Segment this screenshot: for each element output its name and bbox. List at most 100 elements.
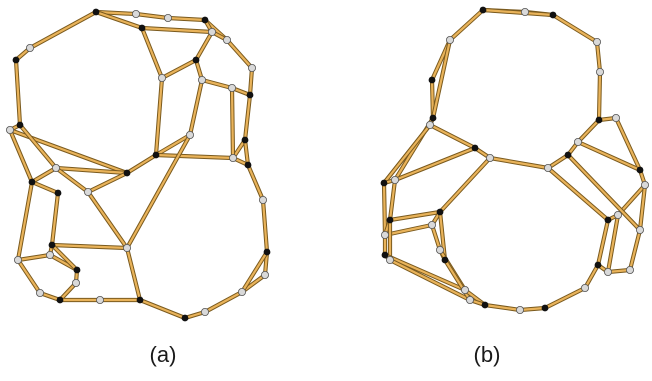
atom-dark: [136, 296, 144, 304]
atom-light: [36, 288, 45, 297]
atom-dark: [436, 208, 444, 216]
atom-light: [197, 76, 206, 85]
bond-rod: [140, 26, 214, 34]
atom-light: [157, 74, 166, 83]
atom-light: [13, 255, 22, 264]
atom-light: [247, 64, 256, 73]
atom-dark: [48, 241, 56, 249]
atom-light: [200, 307, 209, 316]
atom-light: [237, 287, 246, 296]
atom-light: [228, 153, 237, 162]
atom-dark: [92, 8, 100, 16]
bond-rod: [86, 190, 129, 250]
bond-rod: [240, 250, 269, 294]
bond-rod: [86, 171, 129, 194]
bond-rod: [576, 118, 601, 144]
atom-light: [445, 36, 454, 45]
bond-rod: [248, 66, 254, 97]
atom-light: [465, 295, 474, 304]
bond-rod: [154, 133, 192, 157]
bond-rod: [225, 38, 254, 70]
bond-rod: [30, 166, 58, 184]
bond-rod: [30, 180, 60, 195]
atom-light: [123, 243, 132, 252]
atom-dark: [386, 216, 394, 224]
bond-rod: [246, 163, 265, 202]
bond-rod: [388, 210, 442, 222]
atom-dark: [381, 251, 389, 259]
bond-rod: [50, 191, 60, 247]
atom-dark: [541, 304, 549, 312]
atom-light: [131, 9, 140, 18]
atom-light: [596, 68, 605, 77]
atom-dark: [73, 266, 81, 274]
bond-rod: [448, 8, 485, 42]
atom-dark: [594, 261, 602, 269]
bond-rod: [430, 223, 442, 252]
bond-rod: [383, 223, 434, 237]
bond-rod: [54, 166, 90, 194]
atom-light: [380, 230, 389, 239]
bond-rod: [481, 8, 555, 17]
atom-dark: [471, 144, 479, 152]
bond-rod: [243, 93, 252, 142]
atom-dark: [123, 169, 131, 177]
cage-structure-b: [380, 6, 650, 314]
atom-light: [435, 245, 444, 254]
atom-light: [636, 225, 645, 234]
atom-light: [25, 44, 34, 53]
bond-rod: [428, 123, 477, 150]
atom-dark: [201, 16, 209, 24]
atom-dark: [429, 114, 437, 122]
bond-rod: [50, 243, 129, 250]
bond-rod: [382, 181, 387, 237]
atom-dark: [54, 189, 62, 197]
atom-dark: [481, 301, 489, 309]
atom-light: [227, 84, 236, 93]
atom-dark: [138, 24, 146, 32]
atom-dark: [246, 91, 254, 99]
atom-light: [460, 285, 469, 294]
bond-rod: [166, 16, 207, 22]
bond-rod: [194, 30, 214, 62]
atom-dark: [263, 248, 271, 256]
atom-light: [581, 283, 590, 292]
bond-rod: [125, 153, 158, 175]
atom-dark: [241, 136, 249, 144]
atom-light: [593, 38, 602, 47]
atom-light: [207, 27, 216, 36]
atom-light: [390, 175, 399, 184]
bond-rod: [518, 306, 547, 312]
atom-dark: [56, 296, 64, 304]
bond-rod: [230, 86, 235, 160]
atom-light: [72, 278, 81, 287]
atom-light: [52, 163, 61, 172]
bond-rod: [18, 123, 58, 170]
bond-rod: [388, 258, 472, 302]
bond-rod: [551, 13, 599, 44]
bond-rod: [638, 183, 647, 232]
atom-dark: [549, 11, 557, 19]
bond-rod: [140, 26, 164, 80]
bond-rod: [138, 298, 187, 320]
bond-rod: [160, 58, 198, 80]
bond-rod: [614, 116, 642, 172]
bond-rod: [383, 253, 467, 292]
bond-rod: [28, 10, 98, 50]
bond-rod: [388, 178, 397, 222]
bond-rod: [16, 258, 42, 295]
atom-light: [260, 270, 269, 279]
cage-structure-a: [6, 8, 271, 322]
atom-light: [516, 305, 525, 314]
bond-rod: [125, 133, 192, 250]
bond-rod: [382, 123, 432, 185]
atom-dark: [192, 56, 200, 64]
bond-rod: [94, 10, 144, 30]
atom-dark: [12, 56, 20, 64]
bond-rod: [54, 166, 129, 175]
atom-dark: [428, 76, 436, 84]
bond-rod: [438, 210, 447, 262]
atom-light: [574, 137, 583, 146]
atom-dark: [604, 216, 612, 224]
